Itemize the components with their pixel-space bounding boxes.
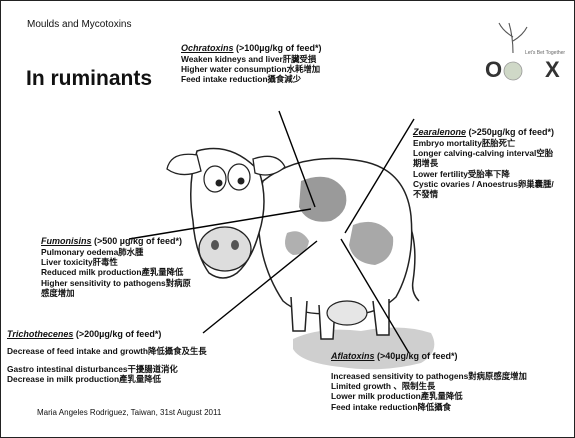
aflatoxins-name: Aflatoxins: [331, 351, 375, 361]
fumonisins-effect: Liver toxicity肝毒性: [41, 257, 191, 267]
zearalenone-effect: Lower fertility受胎率下降: [413, 169, 554, 179]
cow-eye: [228, 164, 250, 190]
zearalenone-name: Zearalenone: [413, 127, 466, 137]
cow-ear: [167, 154, 201, 174]
trichothecenes-block: Trichothecenes (>200µg/kg of feed*) Decr…: [7, 329, 207, 385]
fumonisins-effect: Pulmonary oedema肺水腫: [41, 247, 191, 257]
fumonisins-name: Fumonisins: [41, 236, 92, 246]
ochratoxins-name: Ochratoxins: [181, 43, 234, 53]
slide-title: Moulds and Mycotoxins: [27, 19, 132, 30]
aflatoxins-effect: Lower milk production產乳量降低: [331, 391, 527, 401]
ochratoxins-limit: (>100µg/kg of feed*): [234, 43, 322, 53]
zearalenone-effect: Longer calving-calving interval空胎: [413, 148, 554, 158]
fumonisins-block: Fumonisins (>500 µg/kg of feed*) Pulmona…: [41, 236, 191, 298]
fumonisins-limit: (>500 µg/kg of feed*): [92, 236, 182, 246]
cow-muzzle: [199, 227, 251, 271]
logo-tagline: Let's Bet Together: [525, 50, 565, 56]
zearalenone-effect: Cystic ovaries / Anoestrus卵巢囊腫/: [413, 179, 554, 189]
fumonisins-effect: Higher sensitivity to pathogens對病原: [41, 278, 191, 288]
fumonisins-effect: Reduced milk production產乳量降低: [41, 267, 191, 277]
trichothecenes-limit: (>200µg/kg of feed*): [73, 329, 161, 339]
trichothecenes-spacer: [7, 356, 207, 364]
ochratoxins-effect: Higher water consumption水耗增加: [181, 64, 321, 74]
slide-subtitle: In ruminants: [26, 67, 152, 91]
ochratoxins-effect: Weaken kidneys and liver肝臟受損: [181, 54, 321, 64]
fumonisins-effect: 感度增加: [41, 288, 191, 298]
zearalenone-effect: 不發情: [413, 189, 554, 199]
aflatoxins-limit: (>40µg/kg of feed*): [375, 351, 458, 361]
logo-letter: X: [545, 57, 560, 83]
cow-eye: [204, 166, 226, 192]
ochratoxins-block: Ochratoxins (>100µg/kg of feed*) Weaken …: [181, 43, 321, 85]
logo-letter: O: [485, 57, 502, 83]
aflatoxins-block: Aflatoxins (>40µg/kg of feed*) Increased…: [331, 351, 527, 412]
brand-logo: O X Let's Bet Together: [485, 51, 567, 87]
zearalenone-effect: 期增長: [413, 158, 554, 168]
cow-leg: [291, 297, 307, 331]
slide-footer: Maria Angeles Rodriguez, Taiwan, 31st Au…: [37, 408, 221, 417]
trichothecenes-effect: Gastro intestinal disturbances干擾腸道消化: [7, 364, 207, 374]
zearalenone-block: Zearalenone (>250µg/kg of feed*) Embryo …: [413, 127, 554, 199]
zearalenone-limit: (>250µg/kg of feed*): [466, 127, 554, 137]
aflatoxins-effect: Feed intake reduction降低攝食: [331, 402, 527, 412]
trichothecenes-effect: Decrease of feed intake and growth降低攝食及生…: [7, 346, 207, 356]
trichothecenes-effect: Decrease in milk production產乳量降低: [7, 374, 207, 384]
logo-sprout: [499, 23, 527, 53]
cow-udder: [327, 301, 367, 325]
ochratoxins-effect: Feed intake reduction攝食減少: [181, 74, 321, 84]
aflatoxins-effect: Increased sensitivity to pathogens對病原感度增…: [331, 371, 527, 381]
zearalenone-effect: Embryo mortality胚胎死亡: [413, 138, 554, 148]
aflatoxins-effect: Limited growth 、限制生長: [331, 381, 527, 391]
trichothecenes-name: Trichothecenes: [7, 329, 73, 339]
